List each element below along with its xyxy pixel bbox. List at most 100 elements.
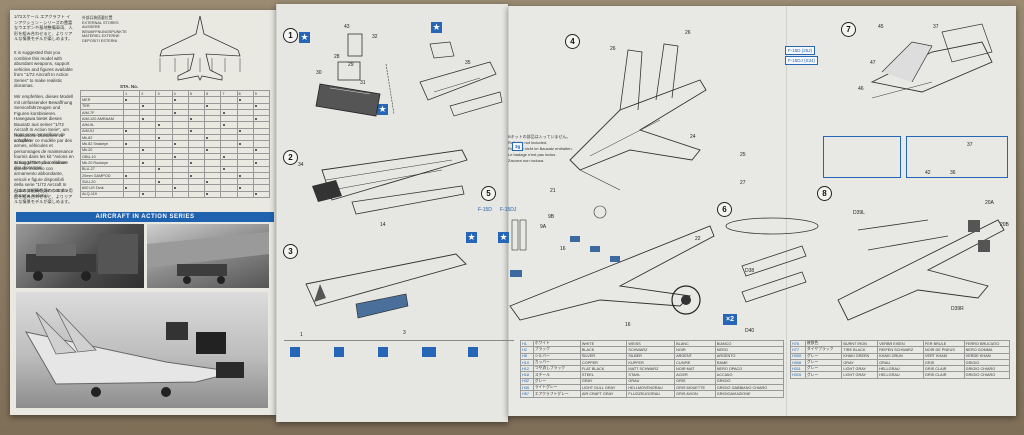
paint-de-cell: STAHL xyxy=(626,371,676,379)
stores-row: ALQ-119 xyxy=(80,190,271,199)
loadout-dot-icon xyxy=(157,180,160,183)
store-station-cell xyxy=(252,108,271,117)
weight-3g-label: 3g xyxy=(512,142,524,151)
canopy-detail-box-right xyxy=(906,136,1008,178)
station-cell: 9 xyxy=(252,89,271,98)
lower-fuselage-drawing xyxy=(305,253,467,319)
paint-de-cell: SCHWARZ xyxy=(626,346,676,354)
loadout-dot-icon xyxy=(141,117,144,120)
step-number-1: 1 xyxy=(283,28,298,43)
part-number: 30 xyxy=(316,70,322,76)
variant-code-25j: (25J) xyxy=(801,48,813,53)
drop-tank-pylon-drawing xyxy=(725,217,819,303)
store-station-cell xyxy=(252,190,271,199)
photo-weapons-cart xyxy=(16,224,144,288)
it-intro-text: Si suggerisce di combinare questo modell… xyxy=(14,160,69,198)
store-station-cell xyxy=(252,102,271,110)
paint-de-cell: VERBR EISEN xyxy=(877,339,924,348)
store-station-cell xyxy=(139,190,157,199)
multiply-x2-icon: ×2 xyxy=(723,314,737,325)
intake-assembly-drawing xyxy=(419,41,503,117)
part-number: 37 xyxy=(933,24,939,30)
landing-gear-assembly-drawing xyxy=(509,205,715,321)
paint-it-cell: GRIGIO GABBIANO CHIARO xyxy=(714,384,785,392)
stores-row: TER xyxy=(80,102,271,110)
fold-line xyxy=(276,4,278,422)
store-station-cell xyxy=(236,190,254,199)
paint-de-cell: HELLGRAU xyxy=(877,365,924,373)
stores-row: AIM-120 AMRAAM xyxy=(80,115,271,123)
loadout-dot-icon xyxy=(255,149,258,152)
paint-it-cell: GRIGIO xyxy=(714,377,785,386)
store-station-cell xyxy=(252,96,271,104)
paint-jp-cell: シルバー xyxy=(532,352,581,360)
loadout-dot-icon xyxy=(141,193,144,196)
fold-line xyxy=(786,6,788,416)
part-number: 31 xyxy=(360,80,366,86)
part-number: D39R xyxy=(951,306,964,312)
part-number: 35 xyxy=(465,60,471,66)
paint-it-cell: VERDE KHAKI xyxy=(963,352,1011,360)
paint-it-cell: GRIGIO CHIARO xyxy=(963,365,1011,373)
part-number: 16 xyxy=(625,322,631,328)
fuselage-halves-drawing xyxy=(312,149,468,215)
instruction-sheet-left-panel: 1/72スケール エアクラフト インアクション・シリーズの豊富なウエポンや基地整… xyxy=(10,10,276,415)
loadout-dot-icon xyxy=(238,187,241,190)
paint-jp-cell: ライトグレー xyxy=(532,384,581,392)
not-included-fr: Le badage n'est pas inclus. xyxy=(508,152,557,157)
star-icon: ★ xyxy=(377,104,388,115)
star-icon: ★ xyxy=(431,22,442,33)
paint-en-cell: AIR CRAFT GRAY xyxy=(579,390,628,398)
fr-intro-text: Nous vous conseillons de compléter ce mo… xyxy=(14,132,74,170)
en-intro-text: It is suggested that you combine this mo… xyxy=(14,50,73,88)
paint-en-cell: LIGHT GRAY xyxy=(841,371,879,379)
part-number: 14 xyxy=(380,222,386,228)
loadout-dot-icon xyxy=(222,168,225,171)
paint-de-cell: FLUGZEUGGRAU xyxy=(626,390,676,398)
stores-row: Mk.20 xyxy=(80,146,271,154)
paint-jp-cell: ホワイト xyxy=(532,339,581,348)
stores-row: AIM-9J xyxy=(80,127,271,136)
paint-jp-cell: グレー xyxy=(532,377,581,386)
loadout-dot-icon xyxy=(173,143,176,146)
paint-jp-cell: スチール xyxy=(532,371,581,379)
variant-f15dj-label: F-15DJ xyxy=(500,207,517,213)
paint-it-cell: NERO OPACO xyxy=(714,365,785,373)
not-included-de: Roled ist nicht im Bausatz enthalten. xyxy=(508,146,573,151)
photo-f15-diorama xyxy=(16,292,268,408)
loadout-dot-icon xyxy=(173,98,176,101)
paint-jp-cell: グレー xyxy=(804,358,843,367)
paint-de-cell: GRAU xyxy=(877,358,924,367)
paint-jp-cell: エアクラフトグレー xyxy=(532,390,581,398)
aircraft-top-view-drawing xyxy=(159,15,241,81)
variant-f15d-box: F-15D (25J) xyxy=(785,46,816,55)
part-number: 27 xyxy=(740,180,746,186)
part-number: 3 xyxy=(403,330,406,336)
paint-it-cell: GRIGIOAVIAZIONE xyxy=(714,390,785,398)
paint-it-cell: GRIGIO CHIARO xyxy=(963,371,1011,379)
part-number: D39L xyxy=(853,210,865,216)
part-number: 32 xyxy=(372,34,378,40)
part-number: 25 xyxy=(740,152,746,158)
loadout-dot-icon xyxy=(238,130,241,133)
part-number: 26 xyxy=(610,46,616,52)
paint-de-cell: REIFEN SCHWARZ xyxy=(877,346,924,354)
paint-jp-cell: 焼鉄色 xyxy=(804,339,843,348)
paint-jp-cell: ブラック xyxy=(532,346,581,354)
loadout-dot-icon xyxy=(255,161,258,164)
step-number-5: 5 xyxy=(481,186,496,201)
paint-code-cell: H57 xyxy=(520,390,534,398)
store-station-cell xyxy=(220,190,238,199)
loadout-dot-icon xyxy=(238,174,241,177)
paint-code-cell: H315 xyxy=(790,371,806,379)
part-number: 34 xyxy=(298,162,304,168)
store-station-cell xyxy=(252,121,271,129)
